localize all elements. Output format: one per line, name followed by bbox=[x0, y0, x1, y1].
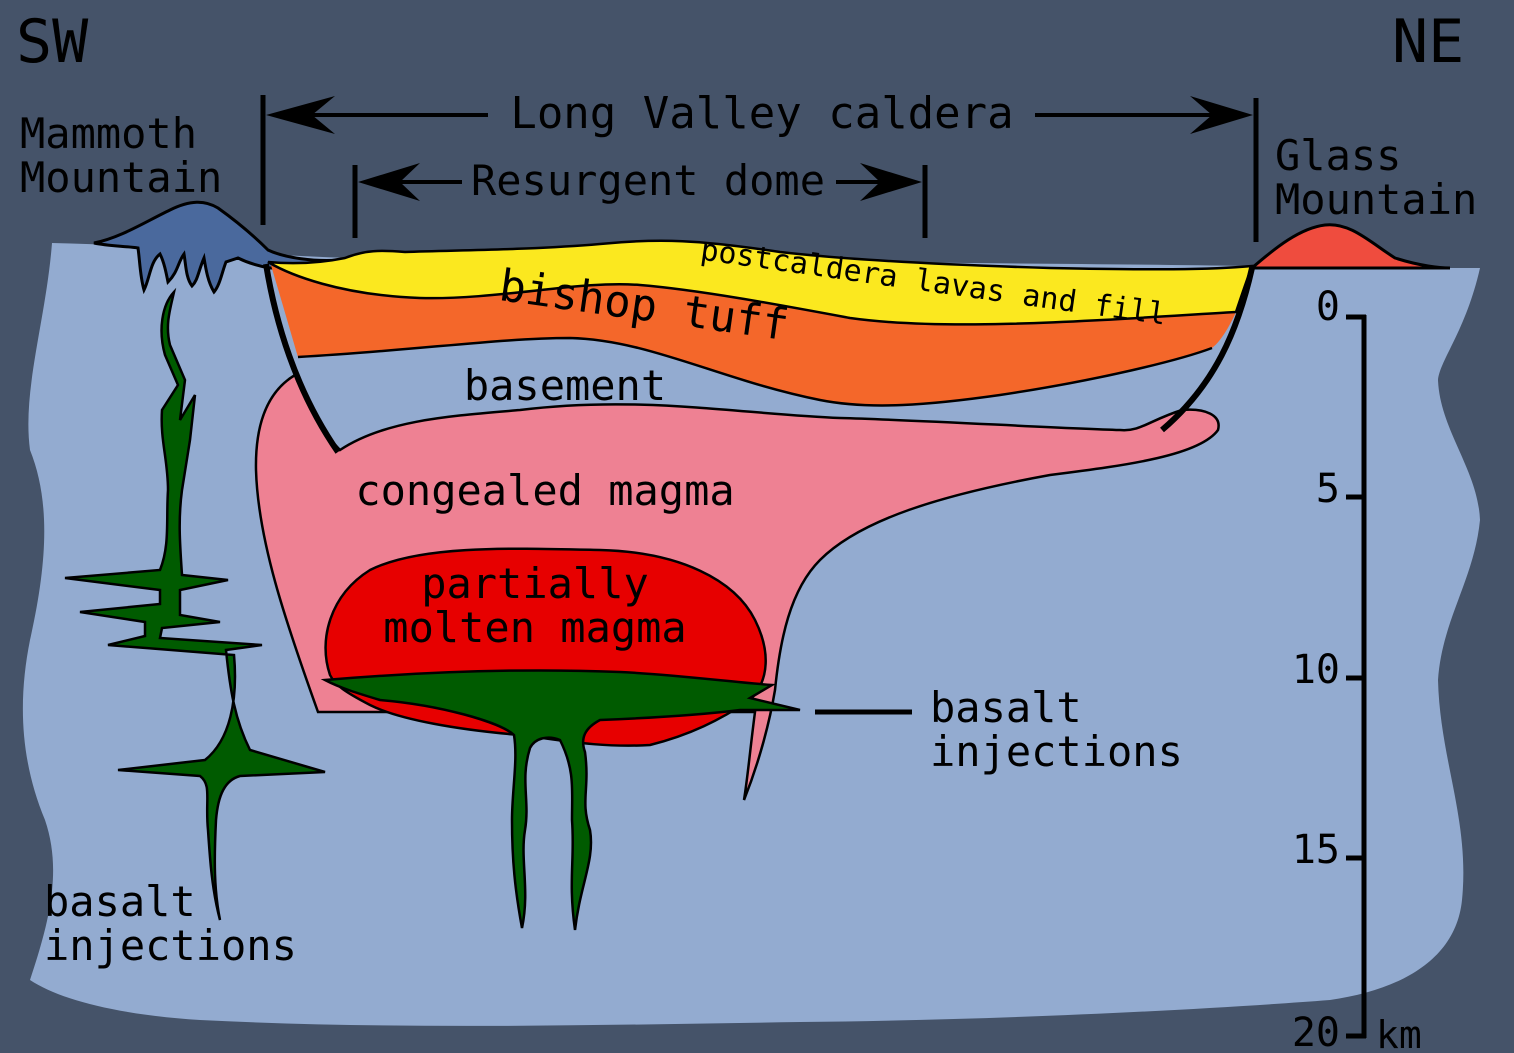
basalt-injections-left-label-2: injections bbox=[44, 921, 297, 970]
mammoth-mountain-label-1: Mammoth bbox=[20, 109, 197, 158]
depth-tick-label-15: 15 bbox=[1292, 827, 1340, 873]
glass-mountain-label-2: Mountain bbox=[1275, 175, 1477, 224]
caldera-label: Long Valley caldera bbox=[510, 88, 1013, 139]
basement-label: basement bbox=[464, 361, 666, 410]
depth-unit-label: km bbox=[1376, 1013, 1422, 1053]
depth-tick-label-10: 10 bbox=[1292, 647, 1340, 693]
depth-tick-label-0: 0 bbox=[1316, 284, 1340, 330]
direction-sw: SW bbox=[16, 7, 89, 77]
glass-mountain-shape bbox=[1252, 225, 1450, 268]
depth-tick-label-5: 5 bbox=[1316, 466, 1340, 512]
basalt-injections-right-label-1: basalt bbox=[930, 683, 1082, 732]
depth-tick-label-20: 20 bbox=[1292, 1010, 1340, 1053]
resurgent-dome-label: Resurgent dome bbox=[471, 156, 825, 205]
basalt-injections-left-label-1: basalt bbox=[44, 877, 196, 926]
congealed-magma-label: congealed magma bbox=[355, 466, 734, 515]
basalt-injections-right-label-2: injections bbox=[930, 727, 1183, 776]
mammoth-mountain-label-2: Mountain bbox=[20, 153, 222, 202]
direction-ne: NE bbox=[1392, 7, 1464, 77]
glass-mountain-label-1: Glass bbox=[1275, 131, 1401, 180]
partially-molten-label-1: partially bbox=[421, 559, 649, 608]
partially-molten-label-2: molten magma bbox=[383, 603, 686, 652]
